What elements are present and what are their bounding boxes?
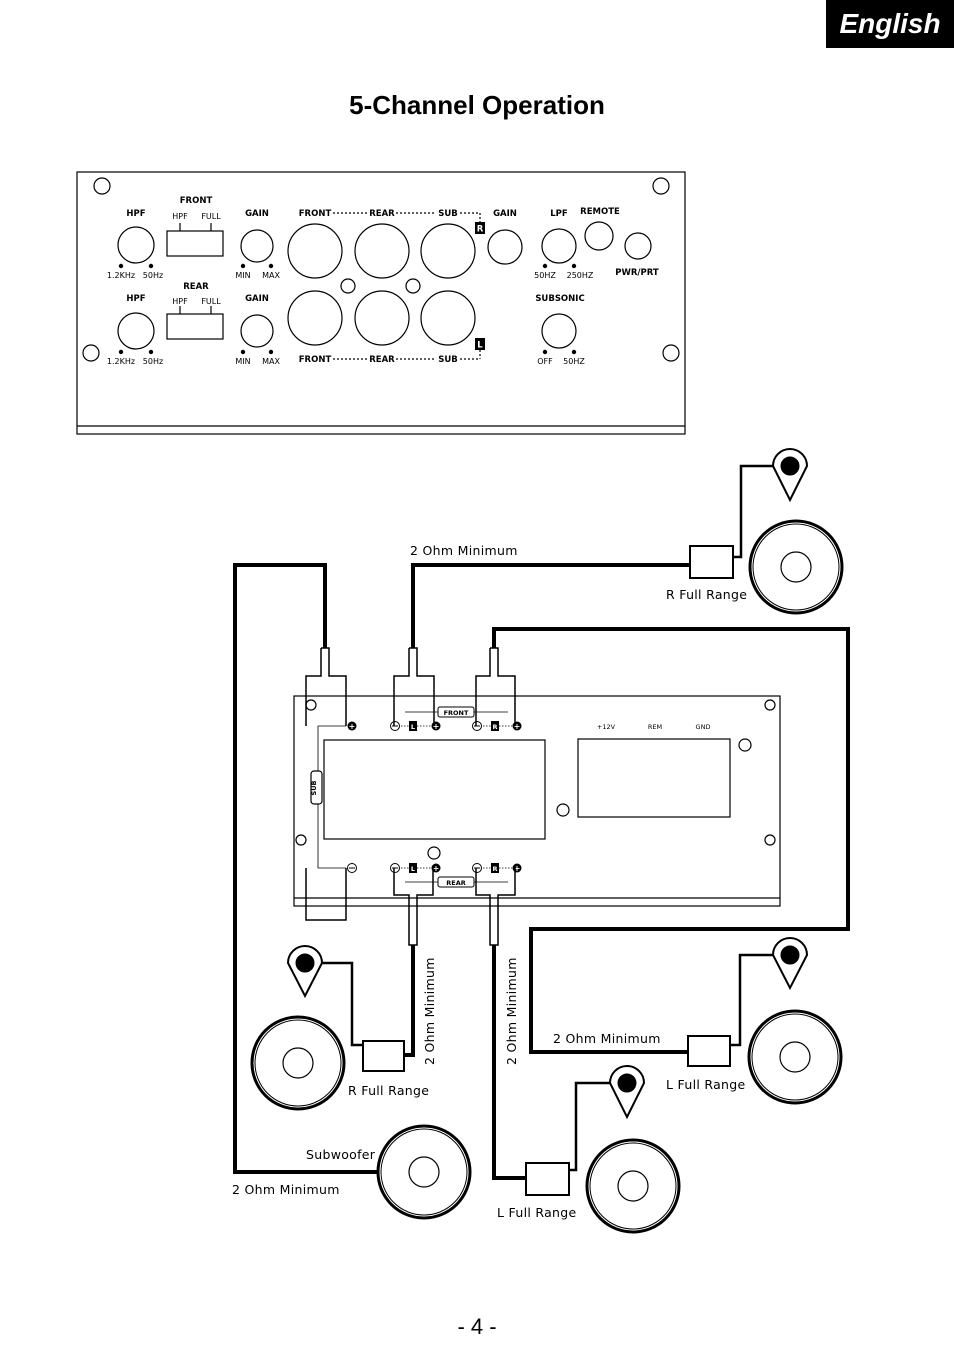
front-full-option: FULL	[201, 212, 221, 221]
subsonic-label: SUBSONIC	[535, 294, 584, 304]
front-rca-r	[287, 223, 343, 279]
sub-terminal-label: SUB	[310, 781, 318, 796]
rear-r-wire-min-label: 2 Ohm Minimum	[504, 957, 519, 1065]
r-full-range-front-label: R Full Range	[666, 587, 747, 602]
pwr-prt-led	[624, 232, 652, 260]
hpf-rear-label: HPF	[126, 294, 145, 304]
rear-terminals: + +	[347, 863, 522, 873]
ground-terminal-label: GND	[696, 723, 711, 731]
r-full-range-rear-label: R Full Range	[348, 1083, 429, 1098]
rear-terminal-label: REAR	[446, 879, 465, 887]
rear-l-wire-min-label: 2 Ohm Minimum	[422, 957, 437, 1065]
rear-hpf-full-switch[interactable]	[166, 313, 224, 340]
tweeter-top	[771, 448, 809, 503]
front-r-terminal: R	[492, 723, 497, 731]
hpf-rear-max-freq: 50Hz	[143, 357, 163, 366]
front-terminal-label: FRONT	[444, 709, 469, 717]
lpf-label: LPF	[550, 209, 568, 219]
remote-label: REMOTE	[580, 207, 620, 217]
sub-gain-knob[interactable]	[487, 229, 523, 265]
svg-text:+: +	[349, 722, 356, 731]
front-switch-label: FRONT	[180, 196, 213, 206]
tweeter-right	[771, 937, 809, 991]
subsonic-knob[interactable]	[541, 313, 577, 349]
rear-rca-r	[354, 223, 410, 279]
rear-gain-label: GAIN	[245, 294, 269, 304]
power-12v-label: +12V	[597, 723, 616, 731]
sub-input-r-label: SUB	[438, 209, 458, 219]
front-input-l-label: FRONT	[299, 355, 332, 365]
r-channel-label: R	[477, 225, 484, 235]
front-wire-min-label: 2 Ohm Minimum	[410, 543, 518, 558]
front-gain-label: GAIN	[245, 209, 269, 219]
l-full-range-front-label: L Full Range	[666, 1077, 746, 1092]
remote-terminal-label: REM	[648, 723, 662, 731]
front-hpf-option: HPF	[172, 212, 188, 221]
woofer-r-front	[748, 519, 844, 615]
sub-rca-l	[420, 290, 476, 346]
speaker-wires	[233, 563, 850, 1180]
svg-text:+: +	[514, 722, 521, 731]
front-input-r-label: FRONT	[299, 209, 332, 219]
l-wire-min-label: 2 Ohm Minimum	[553, 1031, 661, 1046]
wire-connectors	[305, 647, 516, 946]
woofer-r-rear	[250, 1015, 346, 1111]
sub-gain-label: GAIN	[493, 209, 517, 219]
subwoofer-speaker	[376, 1124, 472, 1220]
tweeter-left	[286, 945, 324, 999]
rear-switch-label: REAR	[183, 282, 209, 292]
front-l-terminal: L	[411, 723, 415, 731]
hpf-front-min-freq: 1.2KHz	[107, 271, 135, 280]
tweeter-bottom	[608, 1065, 646, 1120]
rear-gain-max: MAX	[262, 357, 280, 366]
rear-hpf-option: HPF	[172, 297, 188, 306]
rear-full-option: FULL	[201, 297, 221, 306]
lpf-knob[interactable]	[541, 228, 577, 264]
hpf-rear-knob[interactable]	[117, 312, 155, 350]
rear-input-l-label: REAR	[369, 355, 395, 365]
rear-gain-min: MIN	[235, 357, 250, 366]
hpf-front-label: HPF	[126, 209, 145, 219]
subsonic-max-freq: 50HZ	[563, 357, 585, 366]
control-panel	[76, 171, 686, 435]
front-gain-min: MIN	[235, 271, 250, 280]
front-hpf-full-switch[interactable]	[166, 230, 224, 257]
svg-text:+: +	[514, 864, 521, 873]
l-full-range-rear-label: L Full Range	[497, 1205, 577, 1220]
amplifier-terminal-block	[293, 695, 781, 907]
subsonic-off: OFF	[537, 357, 553, 366]
remote-knob[interactable]	[584, 221, 614, 251]
svg-text:+: +	[433, 864, 440, 873]
front-rca-l	[287, 290, 343, 346]
rear-r-terminal: R	[492, 865, 497, 873]
speakers	[250, 448, 844, 1234]
crossover-boxes	[362, 545, 734, 1196]
front-gain-max: MAX	[262, 271, 280, 280]
woofer-l-front	[747, 1009, 843, 1105]
front-gain-knob[interactable]	[240, 229, 274, 263]
sub-wire-min-label: 2 Ohm Minimum	[232, 1182, 340, 1197]
sub-input-l-label: SUB	[438, 355, 458, 365]
pwr-prt-label: PWR/PRT	[615, 268, 659, 278]
page-title: 5-Channel Operation	[349, 90, 605, 120]
rear-gain-knob[interactable]	[240, 314, 274, 348]
l-channel-label: L	[477, 341, 483, 351]
panel-dots	[118, 263, 577, 355]
sub-rca-r	[420, 223, 476, 279]
rear-rca-l	[354, 290, 410, 346]
subwoofer-label: Subwoofer	[306, 1147, 376, 1162]
rear-l-terminal: L	[411, 865, 415, 873]
hpf-front-max-freq: 50Hz	[143, 271, 163, 280]
lpf-max-freq: 250HZ	[567, 271, 594, 280]
rear-input-r-label: REAR	[369, 209, 395, 219]
lpf-min-freq: 50HZ	[534, 271, 556, 280]
language-badge: English	[826, 0, 954, 48]
front-terminals: + + +	[347, 721, 522, 731]
page-number: - 4 -	[457, 1314, 497, 1339]
hpf-front-knob[interactable]	[117, 226, 155, 264]
svg-text:+: +	[433, 722, 440, 731]
hpf-rear-min-freq: 1.2KHz	[107, 357, 135, 366]
woofer-l-rear	[585, 1138, 681, 1234]
